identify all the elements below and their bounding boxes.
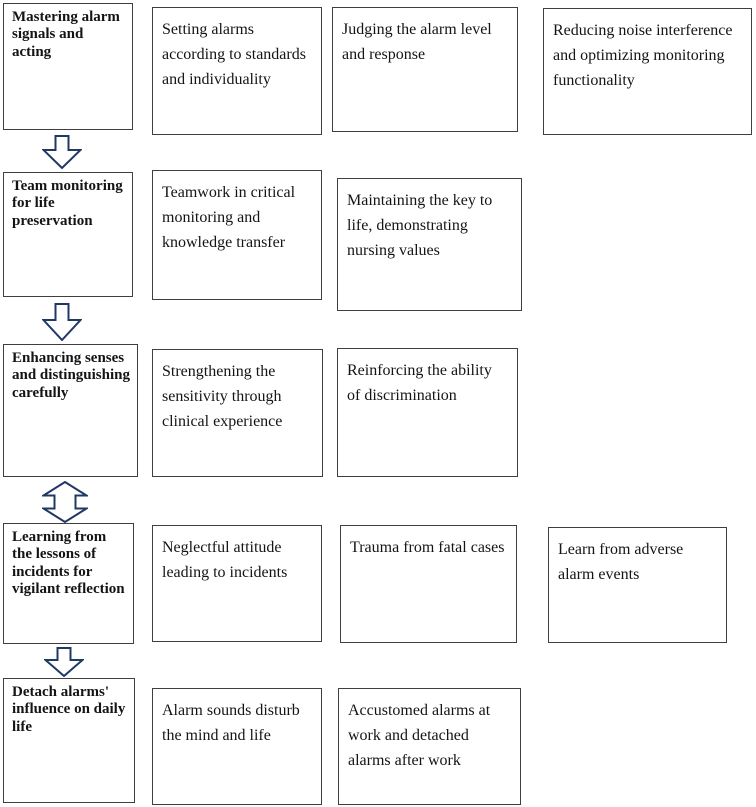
theme-box-row5: Detach alarms' influence on daily life [3,678,135,803]
item-box-r4c2: Trauma from fatal cases [340,525,517,643]
down-arrow-icon [42,647,86,678]
theme-box-row4: Learning from the lessons of incidents f… [3,523,134,644]
item-box-r5c2: Accustomed alarms at work and detached a… [338,688,521,805]
down-arrow-icon [41,135,83,170]
item-box-r3c2: Reinforcing the ability of discriminatio… [337,348,518,477]
item-box-r5c1: Alarm sounds disturb the mind and life [152,688,322,805]
item-box-r4c1: Neglectful attitude leading to incidents [152,525,322,642]
item-box-r1c3: Reducing noise interference and optimizi… [543,8,752,135]
item-box-r2c2: Maintaining the key to life, demonstrati… [337,178,522,311]
down-arrow-icon [41,303,83,342]
up-down-arrow-icon [40,480,90,524]
item-box-r1c2: Judging the alarm level and response [332,7,518,132]
theme-box-row3: Enhancing senses and distinguishing care… [3,344,138,477]
item-box-r2c1: Teamwork in critical monitoring and know… [152,170,322,300]
item-box-r4c3: Learn from adverse alarm events [548,527,727,643]
theme-box-row2: Team monitoring for life preservation [3,172,133,297]
item-box-r1c1: Setting alarms according to standards an… [152,7,322,135]
theme-box-row1: Mastering alarm signals and acting [3,3,133,130]
item-box-r3c1: Strengthening the sensitivity through cl… [152,349,323,477]
